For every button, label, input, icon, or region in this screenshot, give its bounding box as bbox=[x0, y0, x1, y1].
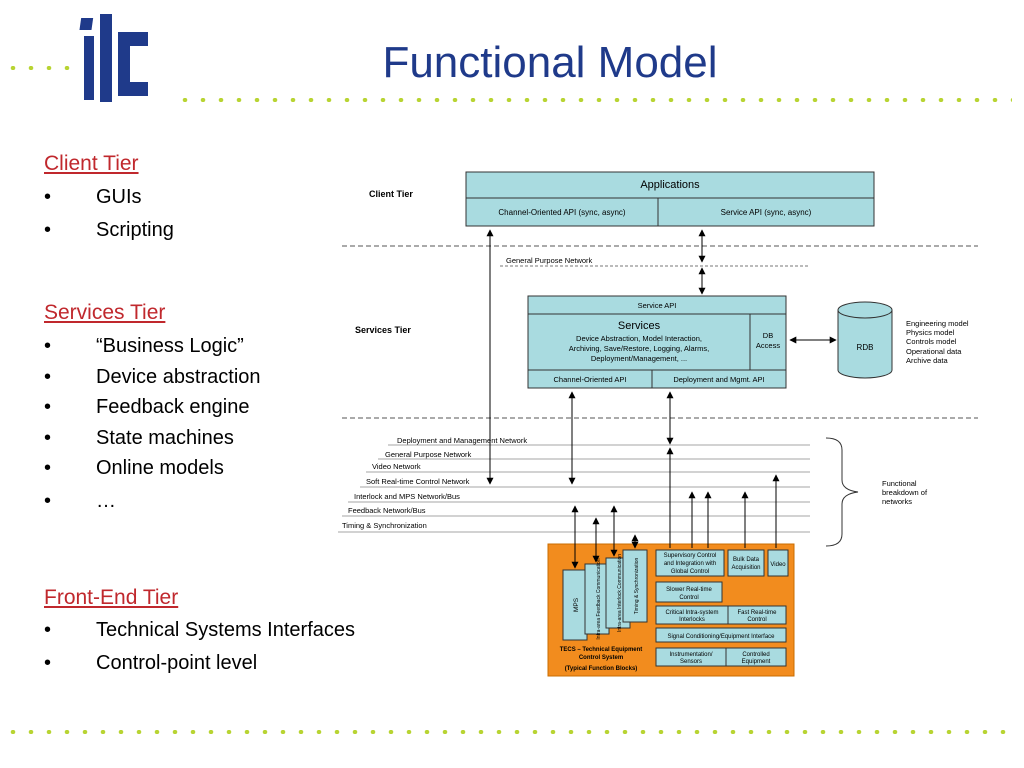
client-tier-heading: Client Tier bbox=[44, 152, 139, 175]
services-block: Service API Services Device Abstraction,… bbox=[527, 295, 787, 389]
client-tier-label: Client Tier bbox=[369, 189, 413, 199]
rdb-note: Physics model bbox=[906, 328, 955, 337]
tecs-box-label: Fast Real-time bbox=[737, 610, 777, 616]
tecs-box-label: Control bbox=[747, 617, 766, 623]
services-tier-item: •Feedback engine bbox=[44, 396, 250, 418]
db-access-label: DB bbox=[763, 331, 773, 340]
tecs-box-label: and Integration with bbox=[664, 561, 716, 567]
services-tier-heading: Services Tier bbox=[44, 301, 166, 324]
tecs-box-label: Interlocks bbox=[679, 617, 705, 623]
front-end-tier-heading: Front-End Tier bbox=[44, 586, 179, 609]
front-end-tier-item: •Technical Systems Interfaces bbox=[44, 619, 355, 641]
networks-list: Deployment and Management Network Genera… bbox=[338, 436, 810, 533]
network-label: Video Network bbox=[372, 462, 421, 471]
rdb-note: Archive data bbox=[906, 356, 949, 365]
network-label: Soft Real-time Control Network bbox=[366, 477, 470, 486]
client-tier-item: •GUIs bbox=[44, 186, 142, 208]
tecs-block: MPS Intra-area Feedback Communication In… bbox=[547, 543, 795, 677]
front-end-tier-item: •Control-point level bbox=[44, 652, 258, 674]
services-tier-label: Services Tier bbox=[355, 325, 411, 335]
db-access-label: Access bbox=[756, 341, 780, 350]
services-desc-line: Device Abstraction, Model Interaction, bbox=[576, 334, 702, 343]
tecs-caption: (Typical Function Blocks) bbox=[565, 666, 638, 672]
tecs-box-label: Acquisition bbox=[731, 565, 760, 571]
network-label: General Purpose Network bbox=[385, 450, 472, 459]
network-label: Deployment and Management Network bbox=[397, 436, 527, 445]
services-tier-item: •Online models bbox=[44, 457, 224, 479]
service-api-label: Service API (sync, async) bbox=[721, 208, 812, 217]
tecs-box-label: Supervisory Control bbox=[664, 553, 717, 559]
network-label: Timing & Synchronization bbox=[342, 521, 427, 530]
services-title: Services bbox=[618, 320, 661, 332]
decorative-dots-top bbox=[176, 98, 1012, 102]
applications-title: Applications bbox=[640, 179, 700, 191]
tecs-column-label: Intra-area Feedback Communication bbox=[596, 558, 602, 639]
services-tier-item: •Device abstraction bbox=[44, 366, 261, 388]
ilc-logo: ilc bbox=[79, 14, 148, 102]
tecs-box-label: Critical Intra-system bbox=[665, 610, 718, 616]
services-tier-item: •… bbox=[44, 490, 116, 512]
services-deploy-api: Deployment and Mgmt. API bbox=[673, 375, 764, 384]
tecs-box-label: Slower Real-time bbox=[666, 587, 712, 593]
tecs-box-label: Instrumentation/ bbox=[669, 652, 712, 658]
services-channel-api: Channel-Oriented API bbox=[554, 375, 627, 384]
tecs-box-label: Control bbox=[679, 595, 698, 601]
tecs-column-label: MPS bbox=[573, 597, 580, 612]
rdb-note: Controls model bbox=[906, 337, 957, 346]
tecs-box-label: Video bbox=[770, 562, 786, 568]
decorative-dots-top-left bbox=[4, 66, 76, 70]
rdb-label: RDB bbox=[857, 343, 874, 352]
architecture-diagram: Client Tier Services Tier Applications C… bbox=[338, 171, 978, 677]
tecs-box-label: Signal Conditioning/Equipment Interface bbox=[667, 634, 775, 640]
rdb-note: Engineering model bbox=[906, 319, 969, 328]
tecs-column-label: Timing & Synchronization bbox=[634, 558, 640, 615]
rdb-note: Operational data bbox=[906, 347, 962, 356]
tecs-box-label: Equipment bbox=[742, 659, 771, 665]
tecs-box-label: Controlled bbox=[742, 652, 769, 658]
network-label: Interlock and MPS Network/Bus bbox=[354, 492, 460, 501]
networks-note: Functional bbox=[882, 479, 917, 488]
services-desc-line: Deployment/Management, ... bbox=[591, 354, 687, 363]
tecs-box-label: Global Control bbox=[671, 569, 709, 575]
applications-block: Applications Channel-Oriented API (sync,… bbox=[465, 171, 875, 227]
networks-note: networks bbox=[882, 497, 912, 506]
decorative-dots-bottom bbox=[4, 730, 1016, 734]
networks-brace bbox=[825, 437, 859, 547]
service-api-header: Service API bbox=[638, 301, 677, 310]
tecs-box-label: Bulk Data bbox=[733, 557, 760, 563]
channel-oriented-api-label: Channel-Oriented API (sync, async) bbox=[498, 208, 626, 217]
networks-note: breakdown of bbox=[882, 488, 928, 497]
rdb-cylinder: RDB bbox=[837, 301, 893, 379]
tecs-caption: Control System bbox=[579, 655, 623, 661]
services-tier-item: •“Business Logic” bbox=[44, 335, 244, 357]
client-tier-item: •Scripting bbox=[44, 219, 174, 241]
tecs-caption: TECS – Technical Equipment bbox=[560, 647, 643, 653]
network-label: Feedback Network/Bus bbox=[348, 506, 426, 515]
general-purpose-network-label: General Purpose Network bbox=[506, 256, 593, 265]
tecs-column-label: Intra-area Interlock Communication bbox=[617, 554, 623, 632]
services-tier-item: •State machines bbox=[44, 427, 234, 449]
tecs-box-label: Sensors bbox=[680, 659, 702, 665]
slide-title: Functional Model bbox=[382, 38, 718, 87]
services-desc-line: Archiving, Save/Restore, Logging, Alarms… bbox=[569, 344, 710, 353]
